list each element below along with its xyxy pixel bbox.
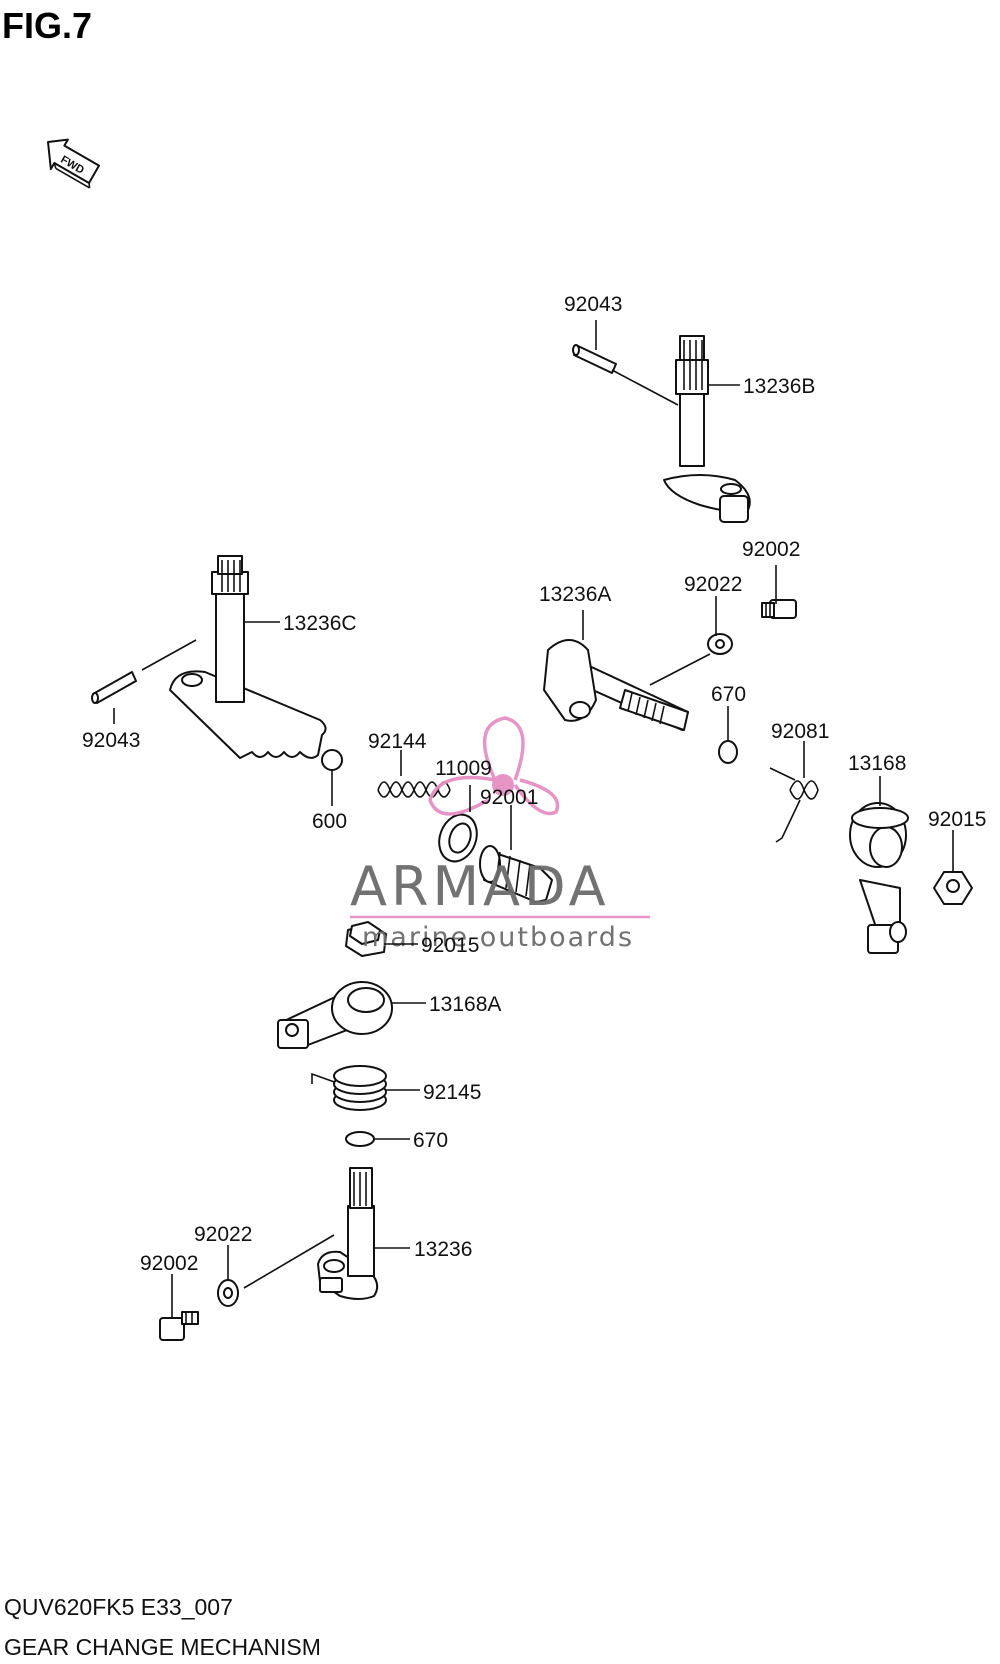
callout-600: 600 [312, 810, 347, 833]
callout-92144: 92144 [368, 730, 427, 753]
callout-11009: 11009 [435, 757, 492, 780]
part-92002-lower-bolt [159, 1311, 199, 1341]
callout-92001: 92001 [480, 786, 538, 809]
callout-92015-right: 92015 [928, 808, 986, 831]
callout-13236C: 13236C [283, 612, 357, 635]
part-92144-spring [377, 781, 451, 798]
part-13236B-shaft [663, 335, 751, 523]
callout-670-upper: 670 [711, 683, 746, 706]
part-670-lower-oring [345, 1131, 375, 1147]
part-13236C-shaft [169, 555, 327, 759]
part-600-ball [321, 749, 343, 771]
part-670-upper-oring [718, 740, 738, 764]
part-92145-spring [311, 1065, 387, 1111]
part-92015-right-nut [933, 871, 973, 905]
callout-13168A: 13168A [429, 993, 501, 1016]
part-11009-gasket [438, 813, 478, 863]
callout-13168: 13168 [848, 752, 906, 775]
callout-92043-lower: 92043 [82, 729, 140, 752]
callout-92043-upper: 92043 [564, 293, 622, 316]
callout-labels: 92043 13236B 92002 92022 13236A 13236C 9… [82, 293, 986, 1275]
callout-13236: 13236 [414, 1238, 472, 1261]
part-92043-upper-pin [572, 344, 617, 374]
part-92015-center-nut [345, 921, 387, 957]
callout-92015-center: 92015 [421, 934, 479, 957]
watermark-tagline: marine outboards [362, 922, 634, 953]
callout-92145: 92145 [423, 1081, 481, 1104]
part-13236A-shaft [543, 639, 689, 731]
callout-92022-upper: 92022 [684, 573, 742, 596]
part-92022-lower-washer [217, 1279, 239, 1307]
part-92043-lower-pin [91, 671, 137, 704]
callout-13236A: 13236A [539, 583, 611, 606]
leader-lines [113, 320, 954, 1318]
part-92081-spring [769, 767, 819, 843]
callout-92002-lower: 92002 [140, 1252, 198, 1275]
footer-code: QUV620FK5 E33_007 [4, 1594, 233, 1620]
part-13168A-lever [277, 981, 393, 1049]
part-13236-shaft [317, 1167, 379, 1300]
callout-13236B: 13236B [743, 375, 815, 398]
callout-670-lower: 670 [413, 1129, 448, 1152]
footer-name: GEAR CHANGE MECHANISM [4, 1634, 321, 1660]
callout-92022-lower: 92022 [194, 1223, 252, 1246]
callout-92002-upper: 92002 [742, 538, 800, 561]
fwd-arrow-icon: FWD [47, 138, 100, 189]
part-13168-lever [849, 802, 909, 954]
part-92022-upper-washer [707, 633, 733, 655]
part-92001-plug [479, 845, 553, 903]
propeller-logo-icon [428, 716, 560, 816]
figure-title: FIG.7 [2, 5, 92, 46]
callout-92081: 92081 [771, 720, 829, 743]
watermark-brand: ARMADA [350, 855, 610, 918]
part-92002-upper-bolt [761, 599, 797, 619]
armada-watermark: ARMADA marine outboards [350, 716, 650, 953]
